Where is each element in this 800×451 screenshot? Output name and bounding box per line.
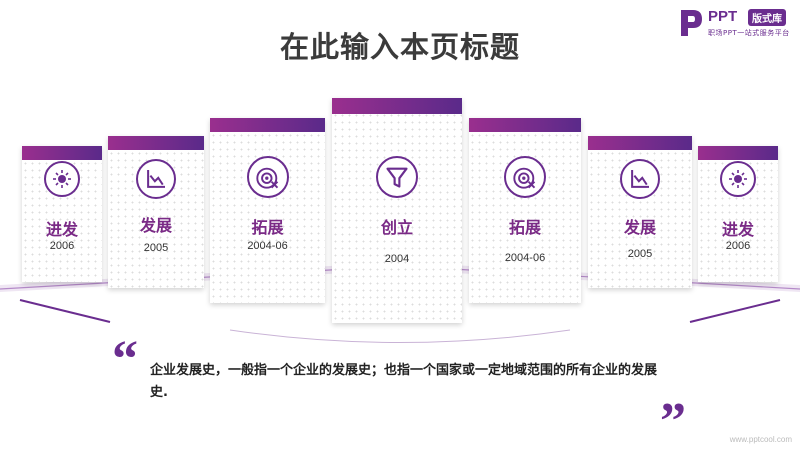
- quote-close: ”: [660, 393, 686, 450]
- brand-logo: PPT 版式库 职场PPT一站式服务平台: [678, 8, 796, 40]
- page-title: 在此输入本页标题: [279, 30, 520, 64]
- logo-mark-icon: [681, 10, 702, 36]
- card-label: 进发: [45, 220, 78, 239]
- timeline-card: 发展 2005: [108, 136, 204, 288]
- card-label: 拓展: [251, 218, 284, 237]
- logo-tagline: 职场PPT一站式服务平台: [708, 29, 790, 37]
- card-year: 2005: [143, 242, 169, 254]
- timeline-card: 拓展 2004-06: [469, 118, 581, 303]
- card-label: 进发: [721, 220, 754, 239]
- card-year: 2004: [384, 253, 410, 265]
- sun-icon: [44, 161, 80, 197]
- card-label: 创立: [380, 218, 413, 237]
- timeline-card: 创立 2004: [332, 98, 462, 323]
- card-year: 2004-06: [504, 252, 546, 264]
- logo-badge: 版式库: [748, 9, 786, 26]
- sun-icon: [720, 161, 756, 197]
- card-label: 发展: [623, 218, 656, 237]
- watermark: www.pptcool.com: [729, 435, 792, 444]
- chart-icon: [136, 159, 176, 199]
- target-icon: [504, 156, 546, 198]
- filter-icon: [376, 156, 418, 198]
- card-label: 拓展: [508, 218, 541, 237]
- target-icon: [246, 156, 289, 198]
- timeline-card: 进发 2006: [22, 146, 102, 282]
- timeline-card: 拓展 2004-06: [210, 118, 325, 303]
- description-text: 企业发展史，一般指一个企业的发展史；也指一个国家或一定地域范围的所有企业的发展史…: [150, 363, 658, 400]
- card-year: 2005: [627, 248, 653, 260]
- chart-icon: [620, 159, 660, 199]
- card-label: 发展: [139, 216, 172, 235]
- logo-brand: PPT: [708, 8, 738, 25]
- card-year: 2004-06: [247, 240, 288, 252]
- card-year: 2006: [49, 240, 75, 252]
- timeline-card: 进发 2006: [698, 146, 778, 282]
- card-year: 2006: [725, 240, 751, 252]
- timeline-card: 发展 2005: [588, 136, 692, 288]
- quote-open: “: [112, 331, 138, 388]
